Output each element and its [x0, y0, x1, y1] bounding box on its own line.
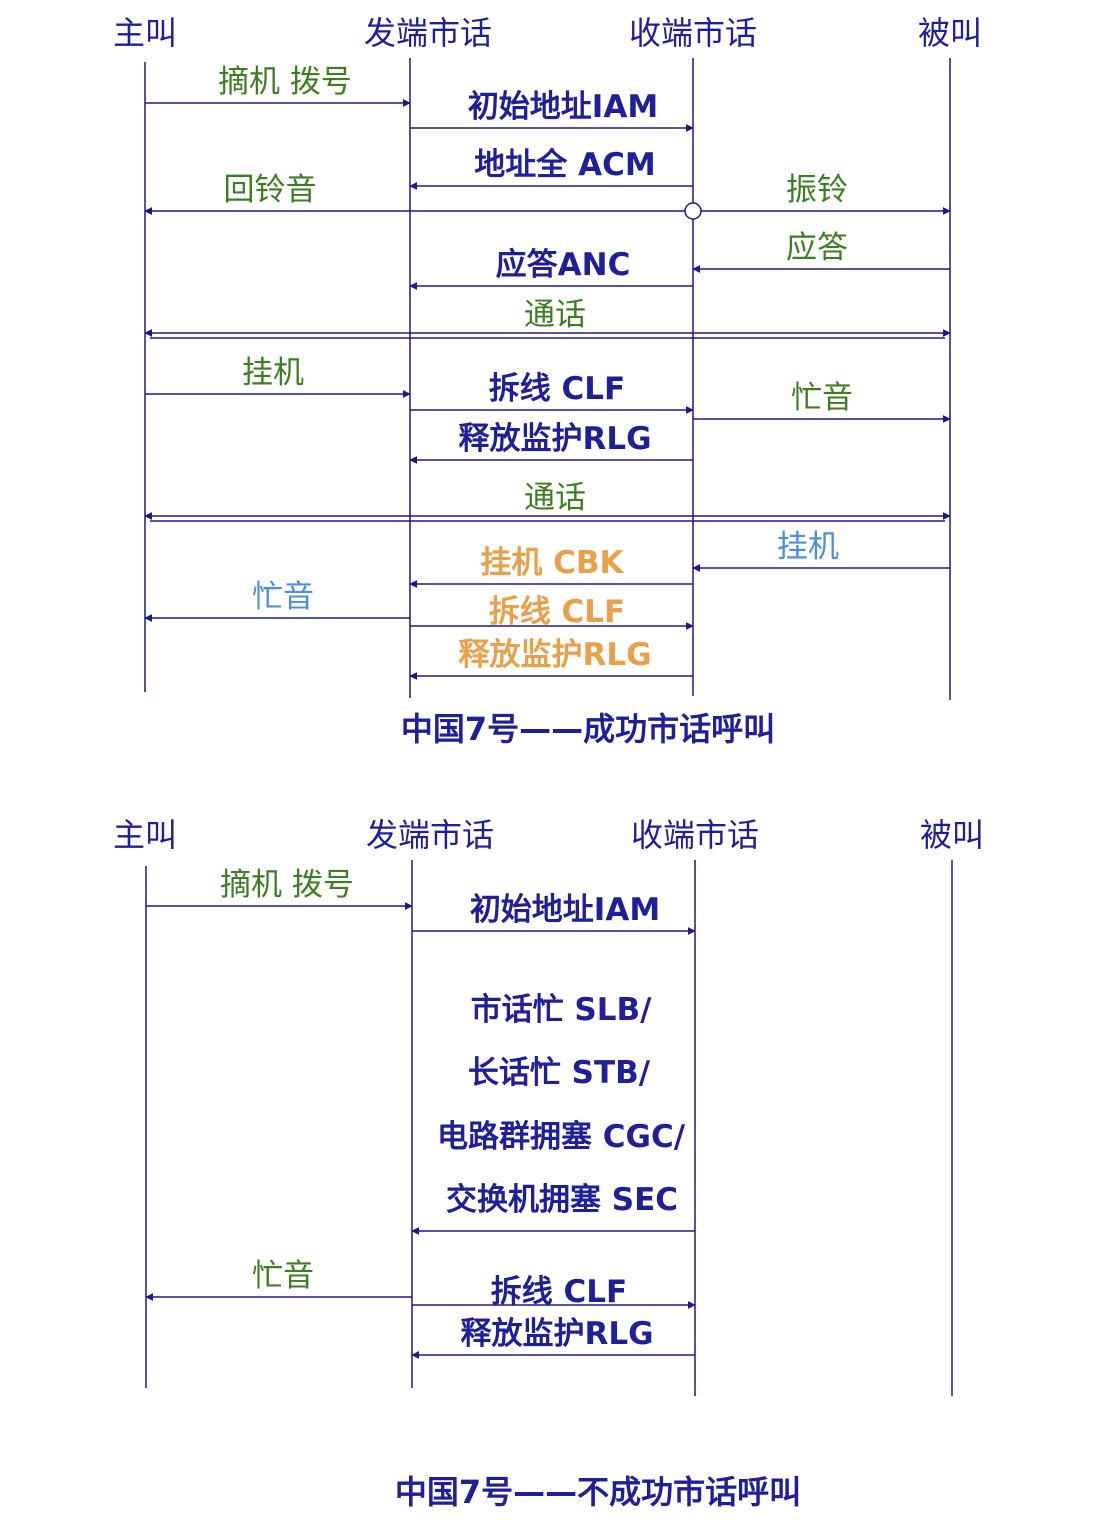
msg-answer: 应答: [786, 230, 848, 266]
participant-terminating-exchange: 收端市话: [629, 14, 757, 52]
participant-originating-exchange: 发端市话: [364, 14, 492, 52]
participant-callee: 被叫: [918, 14, 982, 52]
msg-ringing: 振铃: [786, 172, 848, 208]
msg-offhook-dial: 摘机 拨号: [218, 64, 352, 100]
msg-toll-busy: 长话忙 STB/: [468, 1055, 651, 1091]
diagram-unsuccessful-call: 主叫 发端市话 收端市话 被叫 摘机 拨号 初始地址IAM 市话忙 SLB/ 长…: [113, 816, 984, 1511]
msg-acm: 地址全 ACM: [474, 147, 655, 183]
msg-clf-1: 拆线 CLF: [489, 371, 625, 407]
msg-ringback: 回铃音: [224, 172, 317, 208]
participant-terminating-exchange-2: 收端市话: [631, 816, 759, 854]
msg-onhook: 挂机: [242, 355, 304, 391]
msg-iam: 初始地址IAM: [468, 89, 658, 125]
ringing-junction: [684, 202, 702, 220]
participant-callee-2: 被叫: [920, 816, 984, 854]
msg-rlg-2: 释放监护RLG: [458, 637, 651, 673]
msg-offhook-dial-2: 摘机 拨号: [220, 867, 354, 903]
msg-switch-congestion: 交换机拥塞 SEC: [446, 1182, 678, 1218]
msg-callee-onhook: 挂机: [777, 529, 839, 565]
msg-conversation-1: 通话: [524, 297, 586, 333]
msg-clf-3: 拆线 CLF: [491, 1274, 627, 1310]
caption-successful-call: 中国7号——成功市话呼叫: [401, 710, 775, 748]
msg-cbk: 挂机 CBK: [480, 545, 624, 581]
caption-unsuccessful-call: 中国7号——不成功市话呼叫: [395, 1473, 801, 1511]
msg-clf-2: 拆线 CLF: [489, 594, 625, 630]
participant-caller-2: 主叫: [113, 816, 177, 854]
msg-busy-tone-2: 忙音: [252, 579, 314, 615]
msg-busy-tone-3: 忙音: [252, 1258, 314, 1294]
msg-circuit-congestion: 电路群拥塞 CGC/: [437, 1119, 686, 1155]
msg-rlg-1: 释放监护RLG: [458, 421, 651, 457]
msg-anc: 应答ANC: [496, 247, 631, 283]
diagram-successful-call: 主叫 发端市话 收端市话 被叫 摘机 拨号 初始地址IAM 地址全 ACM 回铃…: [113, 14, 982, 748]
msg-busy-tone-1: 忙音: [791, 380, 853, 416]
msg-rlg-3: 释放监护RLG: [460, 1316, 653, 1352]
msg-conversation-2: 通话: [524, 480, 586, 516]
msg-local-busy: 市话忙 SLB/: [471, 992, 653, 1028]
participant-caller: 主叫: [113, 14, 177, 52]
msg-iam-2: 初始地址IAM: [470, 892, 660, 928]
participant-originating-exchange-2: 发端市话: [366, 816, 494, 854]
